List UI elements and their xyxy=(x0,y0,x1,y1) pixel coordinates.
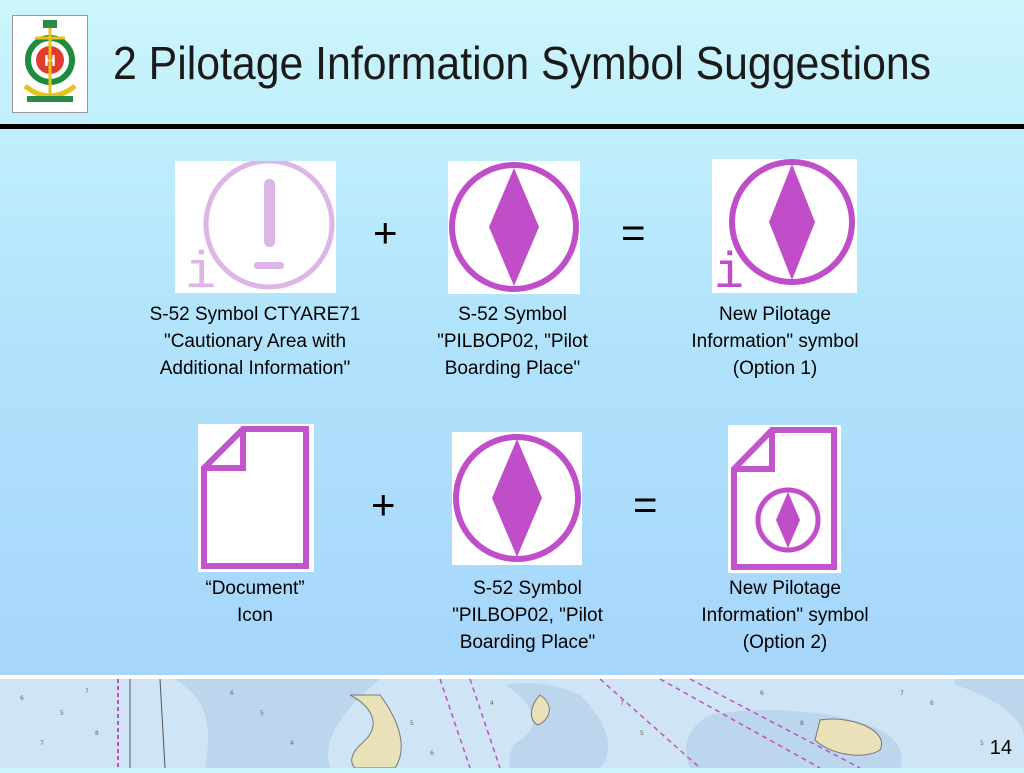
equals-operator: = xyxy=(633,481,658,528)
svg-text:6: 6 xyxy=(20,695,24,702)
info-letter: i xyxy=(714,246,744,293)
ctyare71-symbol: i xyxy=(175,158,336,303)
pilotage-info-option2-symbol xyxy=(728,425,841,573)
svg-text:7: 7 xyxy=(85,688,89,695)
info-letter: i xyxy=(185,244,216,293)
svg-text:7: 7 xyxy=(900,690,904,697)
caption-pilbop02: S-52 Symbol "PILBOP02, "Pilot Boarding P… xyxy=(437,304,588,379)
svg-text:5: 5 xyxy=(260,710,264,717)
pilbop02-symbol xyxy=(448,161,580,294)
svg-text:6: 6 xyxy=(930,700,934,707)
svg-text:8: 8 xyxy=(800,720,804,727)
nautical-chart-strip: 6 5 7 7 8 6 5 4 5 6 7 5 6 8 6 5 7 4 xyxy=(0,675,1024,769)
svg-text:5: 5 xyxy=(410,720,414,727)
pilbop02-symbol xyxy=(452,432,582,565)
plus-operator: + xyxy=(371,481,396,528)
svg-text:7: 7 xyxy=(40,740,44,747)
title-divider xyxy=(0,124,1024,129)
caption-pilbop02: S-52 Symbol "PILBOP02, "Pilot Boarding P… xyxy=(452,578,603,653)
page-title: 2 Pilotage Information Symbol Suggestion… xyxy=(113,37,932,89)
svg-text:4: 4 xyxy=(290,740,294,747)
iho-logo: H xyxy=(12,15,88,113)
plus-operator: + xyxy=(373,209,398,256)
svg-text:5: 5 xyxy=(980,740,984,747)
svg-text:5: 5 xyxy=(640,730,644,737)
equals-operator: = xyxy=(621,209,646,256)
svg-text:4: 4 xyxy=(490,700,494,707)
svg-text:8: 8 xyxy=(95,730,99,737)
svg-text:6: 6 xyxy=(230,690,234,697)
pilotage-info-option1-symbol: i xyxy=(712,159,857,303)
svg-text:5: 5 xyxy=(60,710,64,717)
svg-text:6: 6 xyxy=(760,690,764,697)
page-number: 14 xyxy=(989,737,1012,759)
caption-document: “Document” Icon xyxy=(205,578,305,626)
caption-option2: New Pilotage Information" symbol (Option… xyxy=(701,578,869,653)
svg-text:6: 6 xyxy=(430,750,434,757)
caption-option1: New Pilotage Information" symbol (Option… xyxy=(691,304,859,379)
document-icon xyxy=(198,424,314,572)
svg-text:7: 7 xyxy=(620,700,624,707)
caption-ctyare71: S-52 Symbol CTYARE71 "Cautionary Area wi… xyxy=(149,304,361,379)
